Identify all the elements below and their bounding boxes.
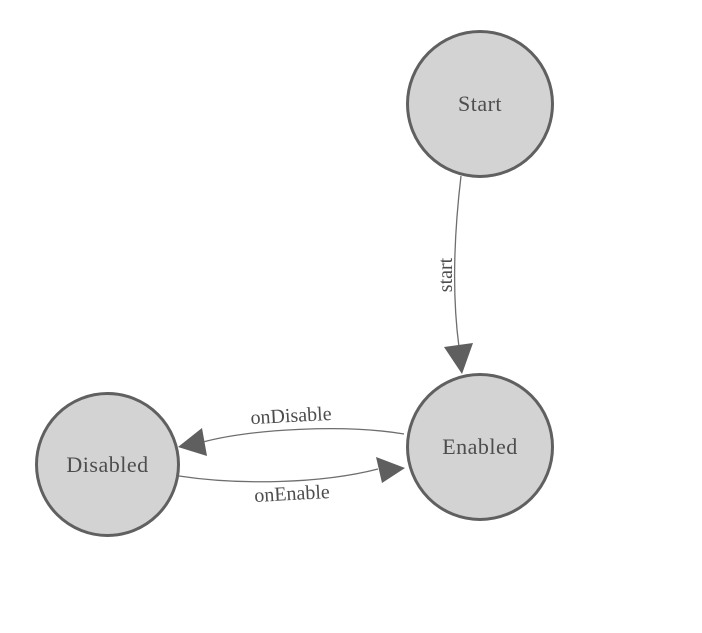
state-node-enabled-label: Enabled: [442, 434, 518, 459]
edge-start-to-enabled: [453, 175, 462, 348]
arrowhead-enabled-to-disabled-icon: [178, 428, 207, 456]
arrowhead-disabled-to-enabled-icon: [376, 457, 405, 483]
state-node-start-label: Start: [457, 91, 503, 116]
state-node-disabled: Disabled: [35, 392, 180, 537]
state-node-start: Start: [406, 30, 554, 178]
state-node-enabled: Enabled: [406, 373, 554, 521]
arrowhead-start-to-enabled-icon: [444, 343, 473, 374]
state-node-disabled-label: Disabled: [66, 451, 149, 477]
edge-disabled-to-enabled: [178, 468, 379, 483]
edge-label-start: start: [435, 257, 457, 293]
edge-enabled-to-disabled: [202, 428, 405, 443]
